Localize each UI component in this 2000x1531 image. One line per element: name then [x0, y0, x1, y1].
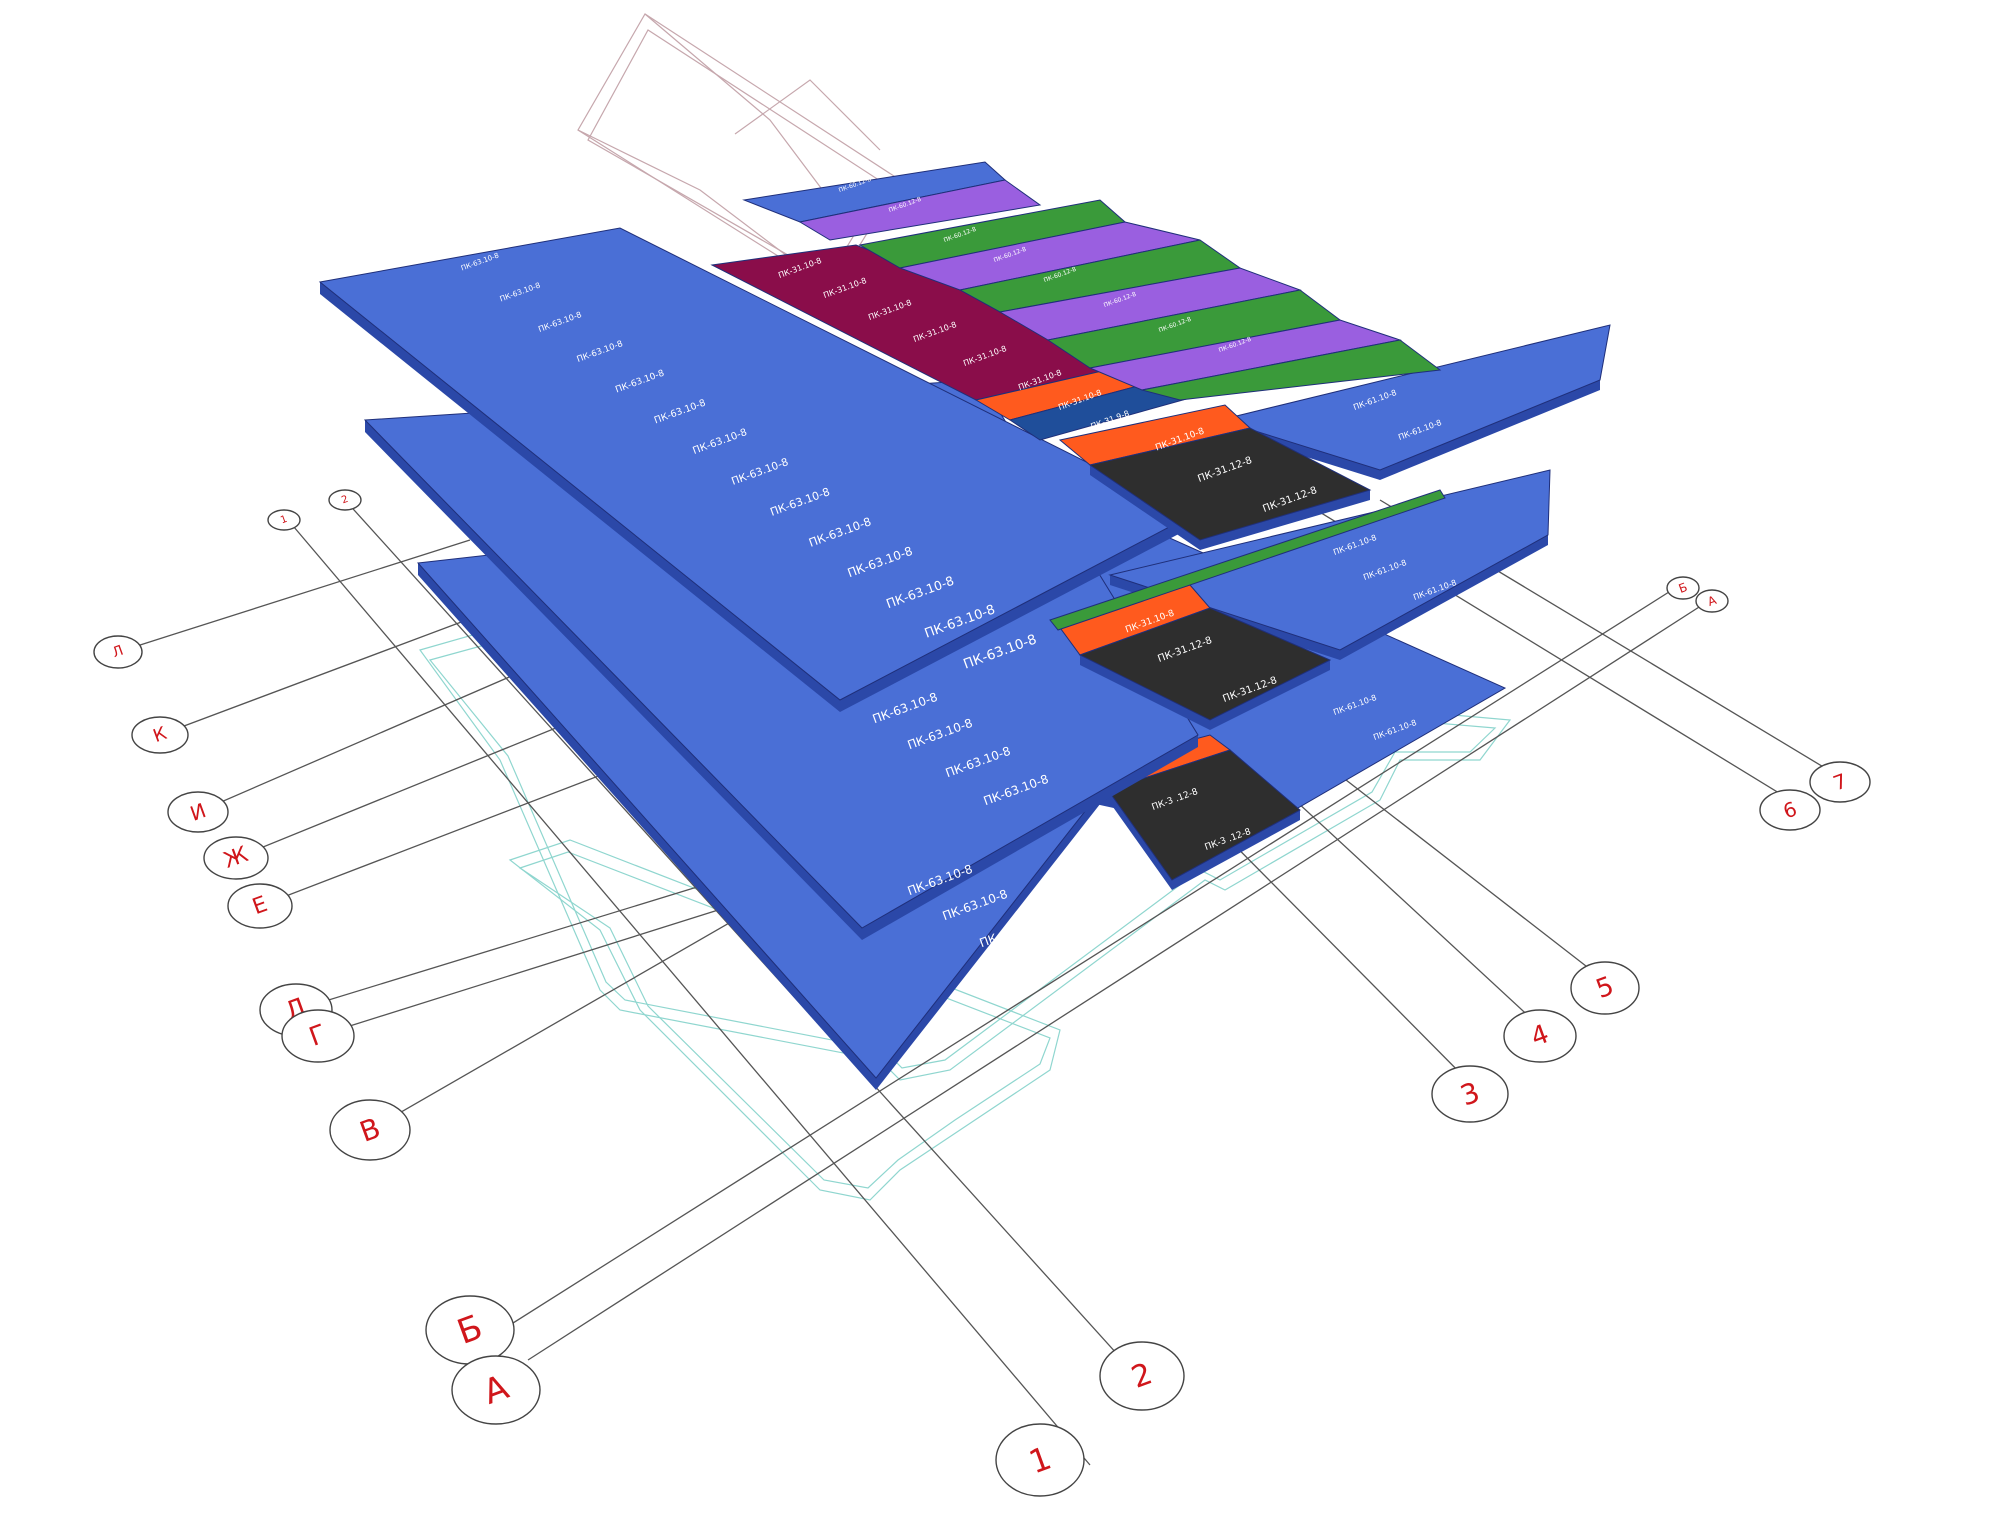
axis-bubble-circle: [1431, 1065, 1509, 1123]
axis-bubble-circle: [329, 1099, 411, 1161]
floor1-black-slab-top: [1107, 749, 1301, 881]
floor3-black-slab-top: [1088, 427, 1372, 541]
axis-bubble-circle: [1666, 576, 1700, 600]
floor1-black-slab-side-left: [1108, 790, 1172, 890]
axis-bubble-circle: [1099, 1341, 1185, 1411]
floor3-roof-purple-1: [798, 179, 1042, 241]
axis-bubble-label: Л: [110, 643, 125, 662]
axis-bubble-16: 7: [1809, 761, 1871, 803]
axis-bubble-circle: [131, 716, 189, 754]
floor2-green-strip: [1049, 489, 1446, 631]
floor3-right-slab-top: [1218, 324, 1611, 471]
axis-bubble-label: 1: [279, 514, 289, 527]
floor3-right-slab: [1218, 324, 1611, 480]
axis-bubble-3: Ж: [203, 836, 269, 880]
axis-bubble-18: А: [1695, 589, 1729, 613]
floor3-black-slab: [1088, 427, 1372, 550]
floor2-black-slab: [1078, 607, 1332, 730]
axis-bubble-12: 3: [1431, 1065, 1509, 1123]
axis-bubble-4: Е: [227, 883, 293, 929]
floor3-black-slab-side-left: [1090, 465, 1200, 550]
floor3-roof-purple-1-top: [798, 179, 1042, 241]
axis-bubble-6: Г: [281, 1009, 355, 1063]
axis-bubble-11: 2: [1099, 1341, 1185, 1411]
axis-bubble-label: 2: [340, 494, 350, 507]
floor3-right-slab-side-front: [1380, 380, 1600, 480]
grid-line-9: [527, 599, 1711, 1361]
axis-bubble-8: Б: [425, 1295, 515, 1365]
axis-bubble-10: 1: [995, 1423, 1085, 1497]
floor3-roof-green-4: [1141, 339, 1442, 401]
floor2-black-slab-side-left: [1080, 655, 1210, 730]
slab-label-39: ПК-61.10-8: [1447, 448, 1493, 472]
floor3-main-slab-side-front: [840, 515, 1192, 712]
grid-line-4: [259, 759, 641, 907]
grid-line-3: [235, 709, 601, 859]
axis-bubble-circle: [93, 635, 143, 669]
axis-bubble-circle: [328, 489, 362, 511]
axis-bubble-19: 1: [267, 509, 301, 531]
grid-line-10: [287, 519, 1091, 1466]
axis-bubble-circle: [1570, 961, 1640, 1015]
grid-line-0: [117, 539, 471, 653]
floor1-black-slab-side-front: [1172, 810, 1300, 890]
axis-bubble-circle: [267, 509, 301, 531]
axis-bubble-9: А: [451, 1355, 541, 1425]
floor-slabs: [318, 161, 1611, 1090]
axis-bubble-circle: [227, 883, 293, 929]
axis-bubble-circle: [1809, 761, 1871, 803]
axis-bubble-13: 4: [1503, 1009, 1577, 1063]
floor2-green-strip-top: [1049, 489, 1446, 631]
axis-bubble-14: 5: [1570, 961, 1640, 1015]
axis-bubble-circle: [167, 791, 229, 833]
axis-bubble-circle: [1759, 789, 1821, 831]
floor1-black-slab: [1107, 749, 1301, 890]
axis-bubble-0: Л: [93, 635, 143, 669]
floor2-main-slab-side-front: [862, 735, 1198, 940]
floor2-right-slab-side-front: [1340, 535, 1548, 660]
axis-bubble-circle: [281, 1009, 355, 1063]
grid-line-1: [159, 599, 521, 736]
axis-bubble-circle: [1503, 1009, 1577, 1063]
floor2-black-slab-side-front: [1210, 660, 1330, 730]
floor2-black-slab-top: [1078, 607, 1332, 721]
axis-bubble-circle: [451, 1355, 541, 1425]
grid-line-6: [317, 899, 751, 1037]
axis-bubble-1: К: [131, 716, 189, 754]
floor3-roof-green-4-top: [1141, 339, 1442, 401]
axis-bubble-circle: [1695, 589, 1729, 613]
grid-line-8: [501, 584, 1681, 1331]
axis-bubble-circle: [995, 1423, 1085, 1497]
floor3-black-slab-side-front: [1200, 490, 1370, 550]
grid-line-2: [197, 654, 561, 813]
floor2-main-slab-side-left: [365, 420, 862, 940]
axis-bubble-7: В: [329, 1099, 411, 1161]
axis-bubble-2: И: [167, 791, 229, 833]
axis-bubble-circle: [203, 836, 269, 880]
floor1-main-slab-side-left: [418, 563, 876, 1090]
floor3-main-slab: [318, 227, 1194, 712]
axis-bubble-15: 6: [1759, 789, 1821, 831]
floor3-main-slab-side-left: [320, 282, 840, 712]
axis-bubble-20: 2: [328, 489, 362, 511]
axis-bubble-17: Б: [1666, 576, 1700, 600]
grid-line-5: [295, 879, 721, 1011]
